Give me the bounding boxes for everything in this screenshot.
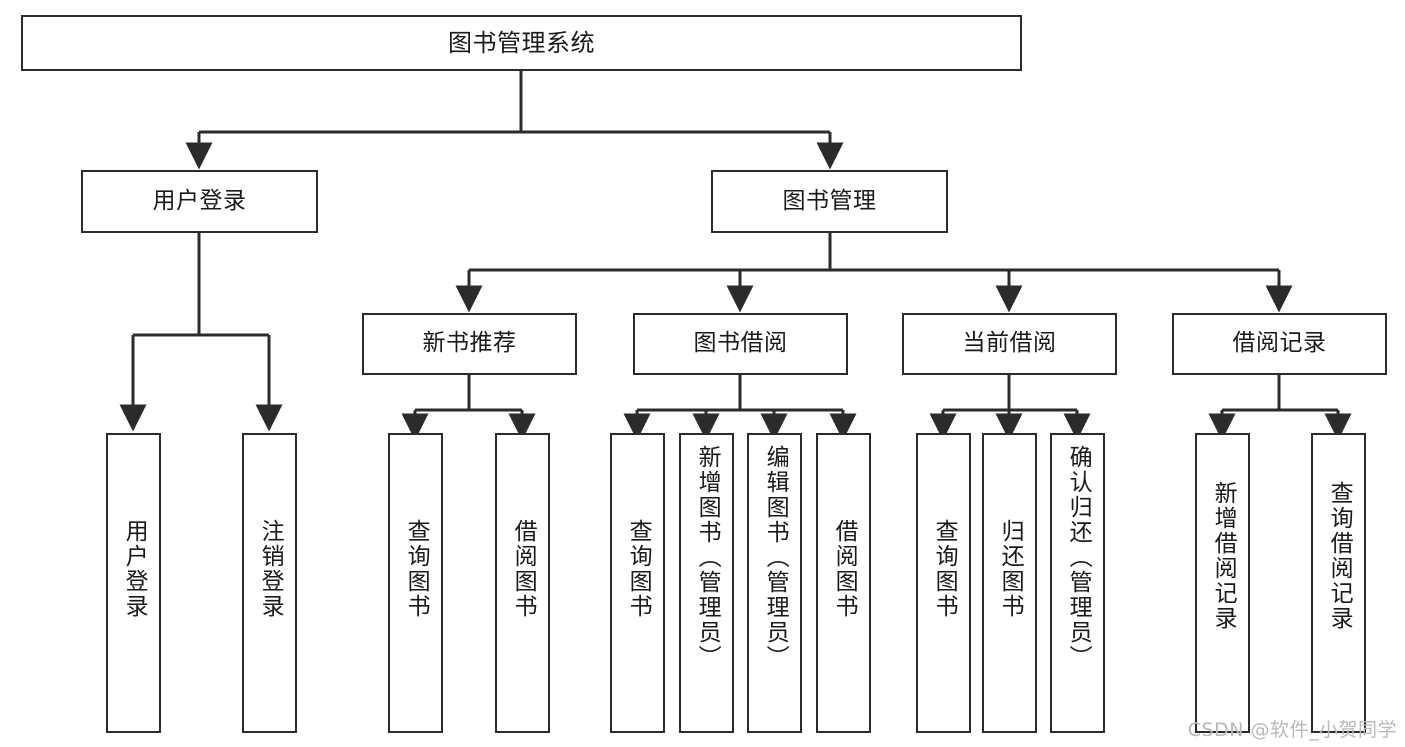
- node-user-login[interactable]: 用户登录: [81, 170, 318, 233]
- node-book-management-label: 图书管理: [782, 187, 877, 214]
- node-leaf-logout-label: 注销登录: [257, 519, 284, 619]
- node-borrow-record-label: 借阅记录: [1232, 330, 1327, 357]
- node-current-borrow[interactable]: 当前借阅: [902, 313, 1117, 375]
- node-leaf-user-login[interactable]: 用户登录: [106, 433, 161, 733]
- node-leaf-borrow-book-1-label: 借阅图书: [510, 519, 537, 619]
- node-leaf-confirm-return-label: 确认归还（管理员）: [1065, 445, 1092, 670]
- node-leaf-query-book-2[interactable]: 查询图书: [610, 433, 665, 733]
- node-leaf-query-book-3[interactable]: 查询图书: [916, 433, 971, 733]
- node-user-login-label: 用户登录: [152, 187, 247, 214]
- node-leaf-confirm-return[interactable]: 确认归还（管理员）: [1050, 433, 1105, 733]
- node-book-borrow-label: 图书借阅: [693, 330, 788, 357]
- watermark-text: CSDN @软件_小贺同学: [1187, 719, 1397, 741]
- node-current-borrow-label: 当前借阅: [962, 330, 1057, 357]
- node-leaf-add-book-label: 新增图书（管理员）: [694, 445, 721, 670]
- node-leaf-return-book[interactable]: 归还图书: [982, 433, 1037, 733]
- node-new-book-recommend-label: 新书推荐: [422, 330, 517, 357]
- node-leaf-borrow-book-2-label: 借阅图书: [831, 519, 858, 619]
- node-leaf-query-book-3-label: 查询图书: [931, 519, 958, 619]
- node-leaf-query-record[interactable]: 查询借阅记录: [1311, 433, 1366, 733]
- node-leaf-edit-book[interactable]: 编辑图书（管理员）: [747, 433, 802, 733]
- node-root-label: 图书管理系统: [448, 28, 595, 57]
- node-leaf-add-record-label: 新增借阅记录: [1210, 481, 1237, 631]
- node-leaf-borrow-book-1[interactable]: 借阅图书: [495, 433, 550, 733]
- node-leaf-query-record-label: 查询借阅记录: [1326, 481, 1353, 631]
- node-leaf-return-book-label: 归还图书: [997, 519, 1024, 619]
- node-leaf-user-login-label: 用户登录: [121, 519, 148, 619]
- node-book-management[interactable]: 图书管理: [711, 170, 948, 233]
- node-leaf-edit-book-label: 编辑图书（管理员）: [762, 445, 789, 670]
- node-leaf-borrow-book-2[interactable]: 借阅图书: [816, 433, 871, 733]
- node-leaf-query-book-1[interactable]: 查询图书: [388, 433, 443, 733]
- node-borrow-record[interactable]: 借阅记录: [1172, 313, 1387, 375]
- node-book-borrow[interactable]: 图书借阅: [633, 313, 848, 375]
- node-leaf-query-book-2-label: 查询图书: [625, 519, 652, 619]
- node-leaf-add-record[interactable]: 新增借阅记录: [1195, 433, 1250, 733]
- node-leaf-add-book[interactable]: 新增图书（管理员）: [679, 433, 734, 733]
- node-root[interactable]: 图书管理系统: [21, 15, 1022, 71]
- node-leaf-query-book-1-label: 查询图书: [403, 519, 430, 619]
- node-leaf-logout[interactable]: 注销登录: [242, 433, 297, 733]
- node-new-book-recommend[interactable]: 新书推荐: [362, 313, 577, 375]
